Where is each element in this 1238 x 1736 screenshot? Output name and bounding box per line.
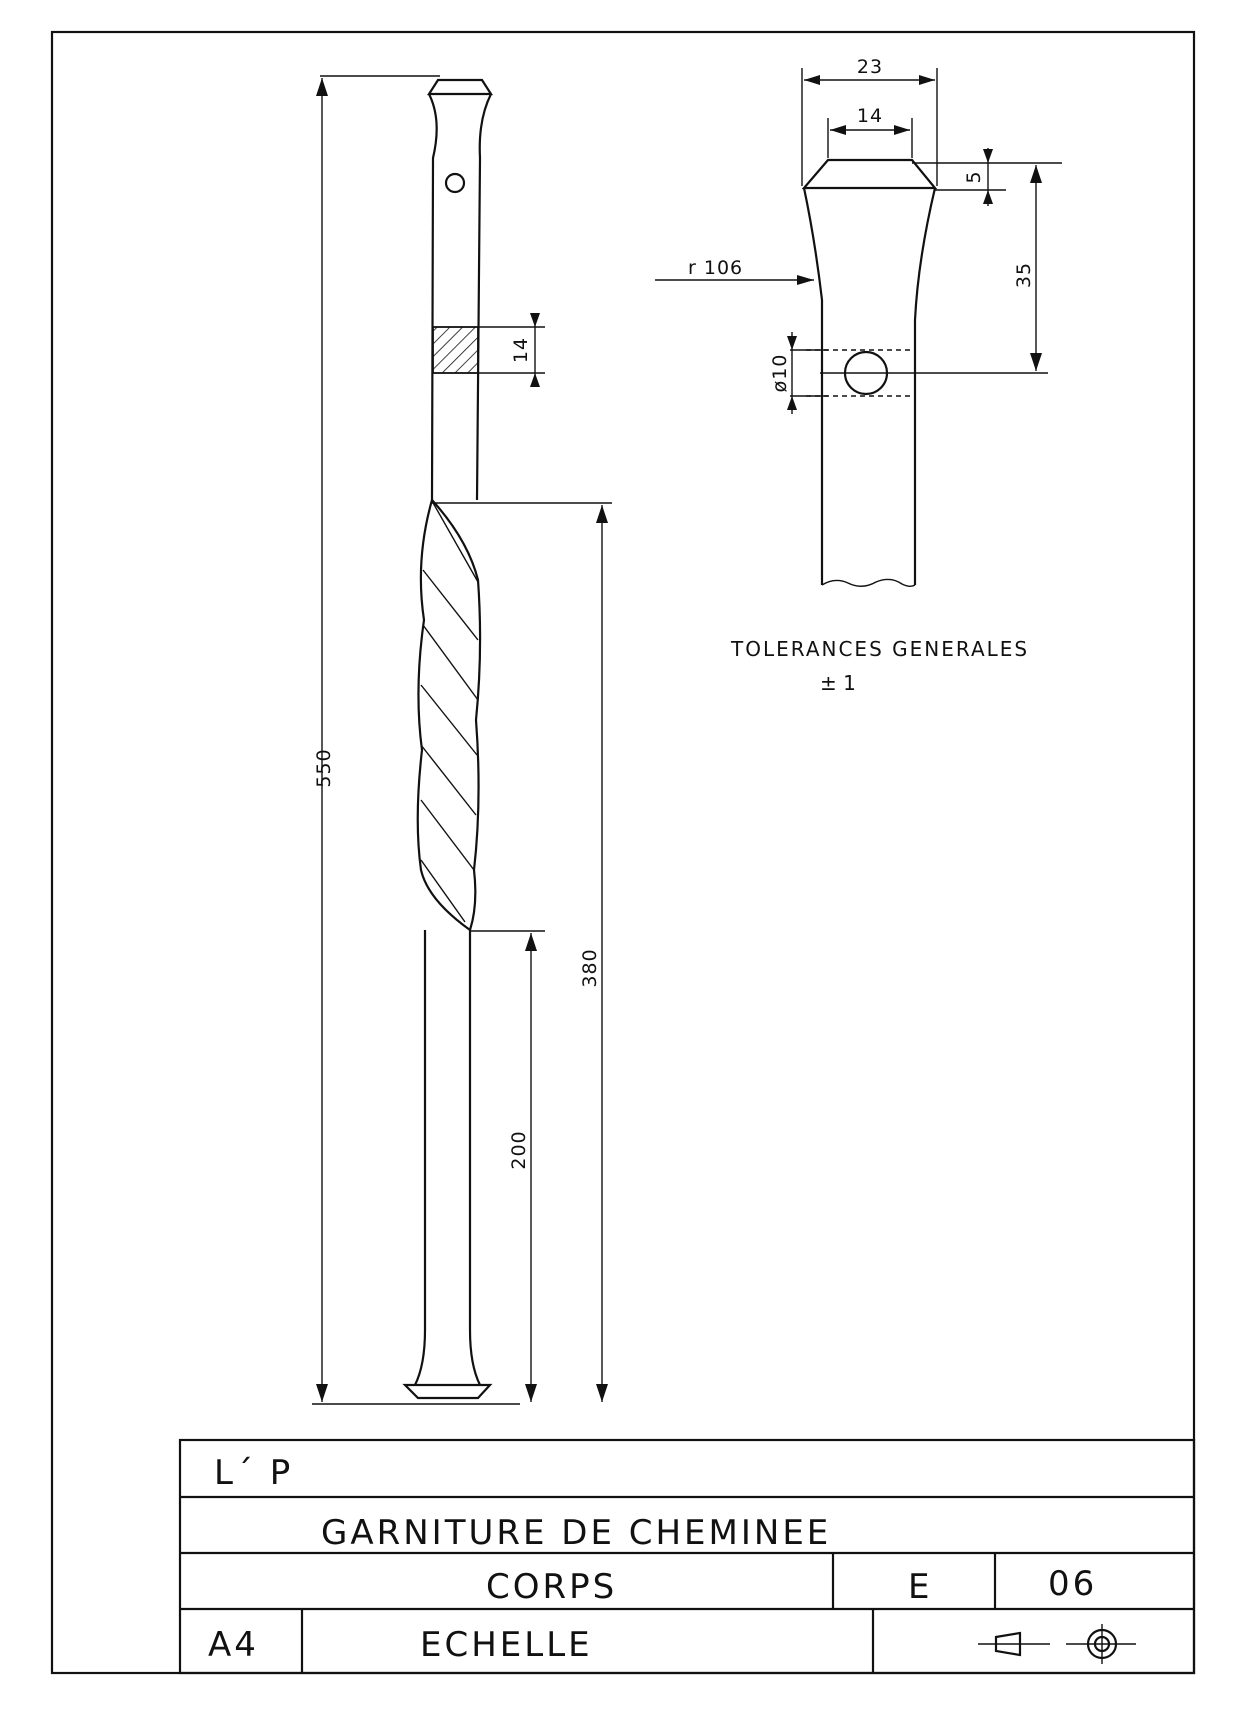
dim-r106-label: r 106	[688, 257, 743, 279]
dim-23-label: 23	[857, 56, 883, 78]
dim-200-label: 200	[508, 1130, 530, 1169]
part-letter: E	[908, 1567, 932, 1607]
rod-elevation	[402, 78, 494, 1400]
dimension-hole-offset: 35	[1013, 165, 1042, 371]
author-initials: L´ P	[214, 1453, 293, 1493]
part-number: 06	[1048, 1564, 1097, 1604]
scale-label: ECHELLE	[420, 1625, 593, 1665]
dimension-top-width: 14	[827, 105, 913, 158]
dimension-radius: r 106	[655, 257, 814, 285]
dim-550-label: 550	[313, 748, 335, 787]
tolerances-value: ± 1	[820, 671, 856, 695]
dimension-band-height: 14	[478, 313, 545, 387]
title-block: L´ P GARNITURE DE CHEMINEE CORPS E 06 A4…	[178, 1438, 1196, 1675]
dimension-head-width: 23	[801, 56, 938, 186]
part-name: CORPS	[486, 1567, 617, 1607]
sheet-format: A4	[208, 1625, 259, 1665]
dimension-chamfer-height: 5	[912, 148, 1062, 206]
dimension-lower-length: 200	[470, 930, 545, 1402]
dimension-overall-length: 550	[312, 75, 520, 1405]
dim-14-band-label: 14	[510, 337, 532, 363]
dimension-hole-diameter: ø10	[769, 332, 828, 414]
dim-380-label: 380	[579, 948, 601, 987]
projection-symbol-icon	[978, 1624, 1136, 1664]
tolerances-label: TOLERANCES GENERALES	[730, 637, 1029, 661]
head-detail-view	[801, 158, 1048, 587]
dim-35-label: 35	[1013, 262, 1035, 288]
dim-5-label: 5	[963, 170, 985, 183]
dimension-twist-length: 380	[432, 502, 612, 1402]
dim-14-top-label: 14	[857, 105, 883, 127]
dim-dia10-label: ø10	[769, 354, 791, 393]
drawing-title: GARNITURE DE CHEMINEE	[321, 1513, 831, 1553]
